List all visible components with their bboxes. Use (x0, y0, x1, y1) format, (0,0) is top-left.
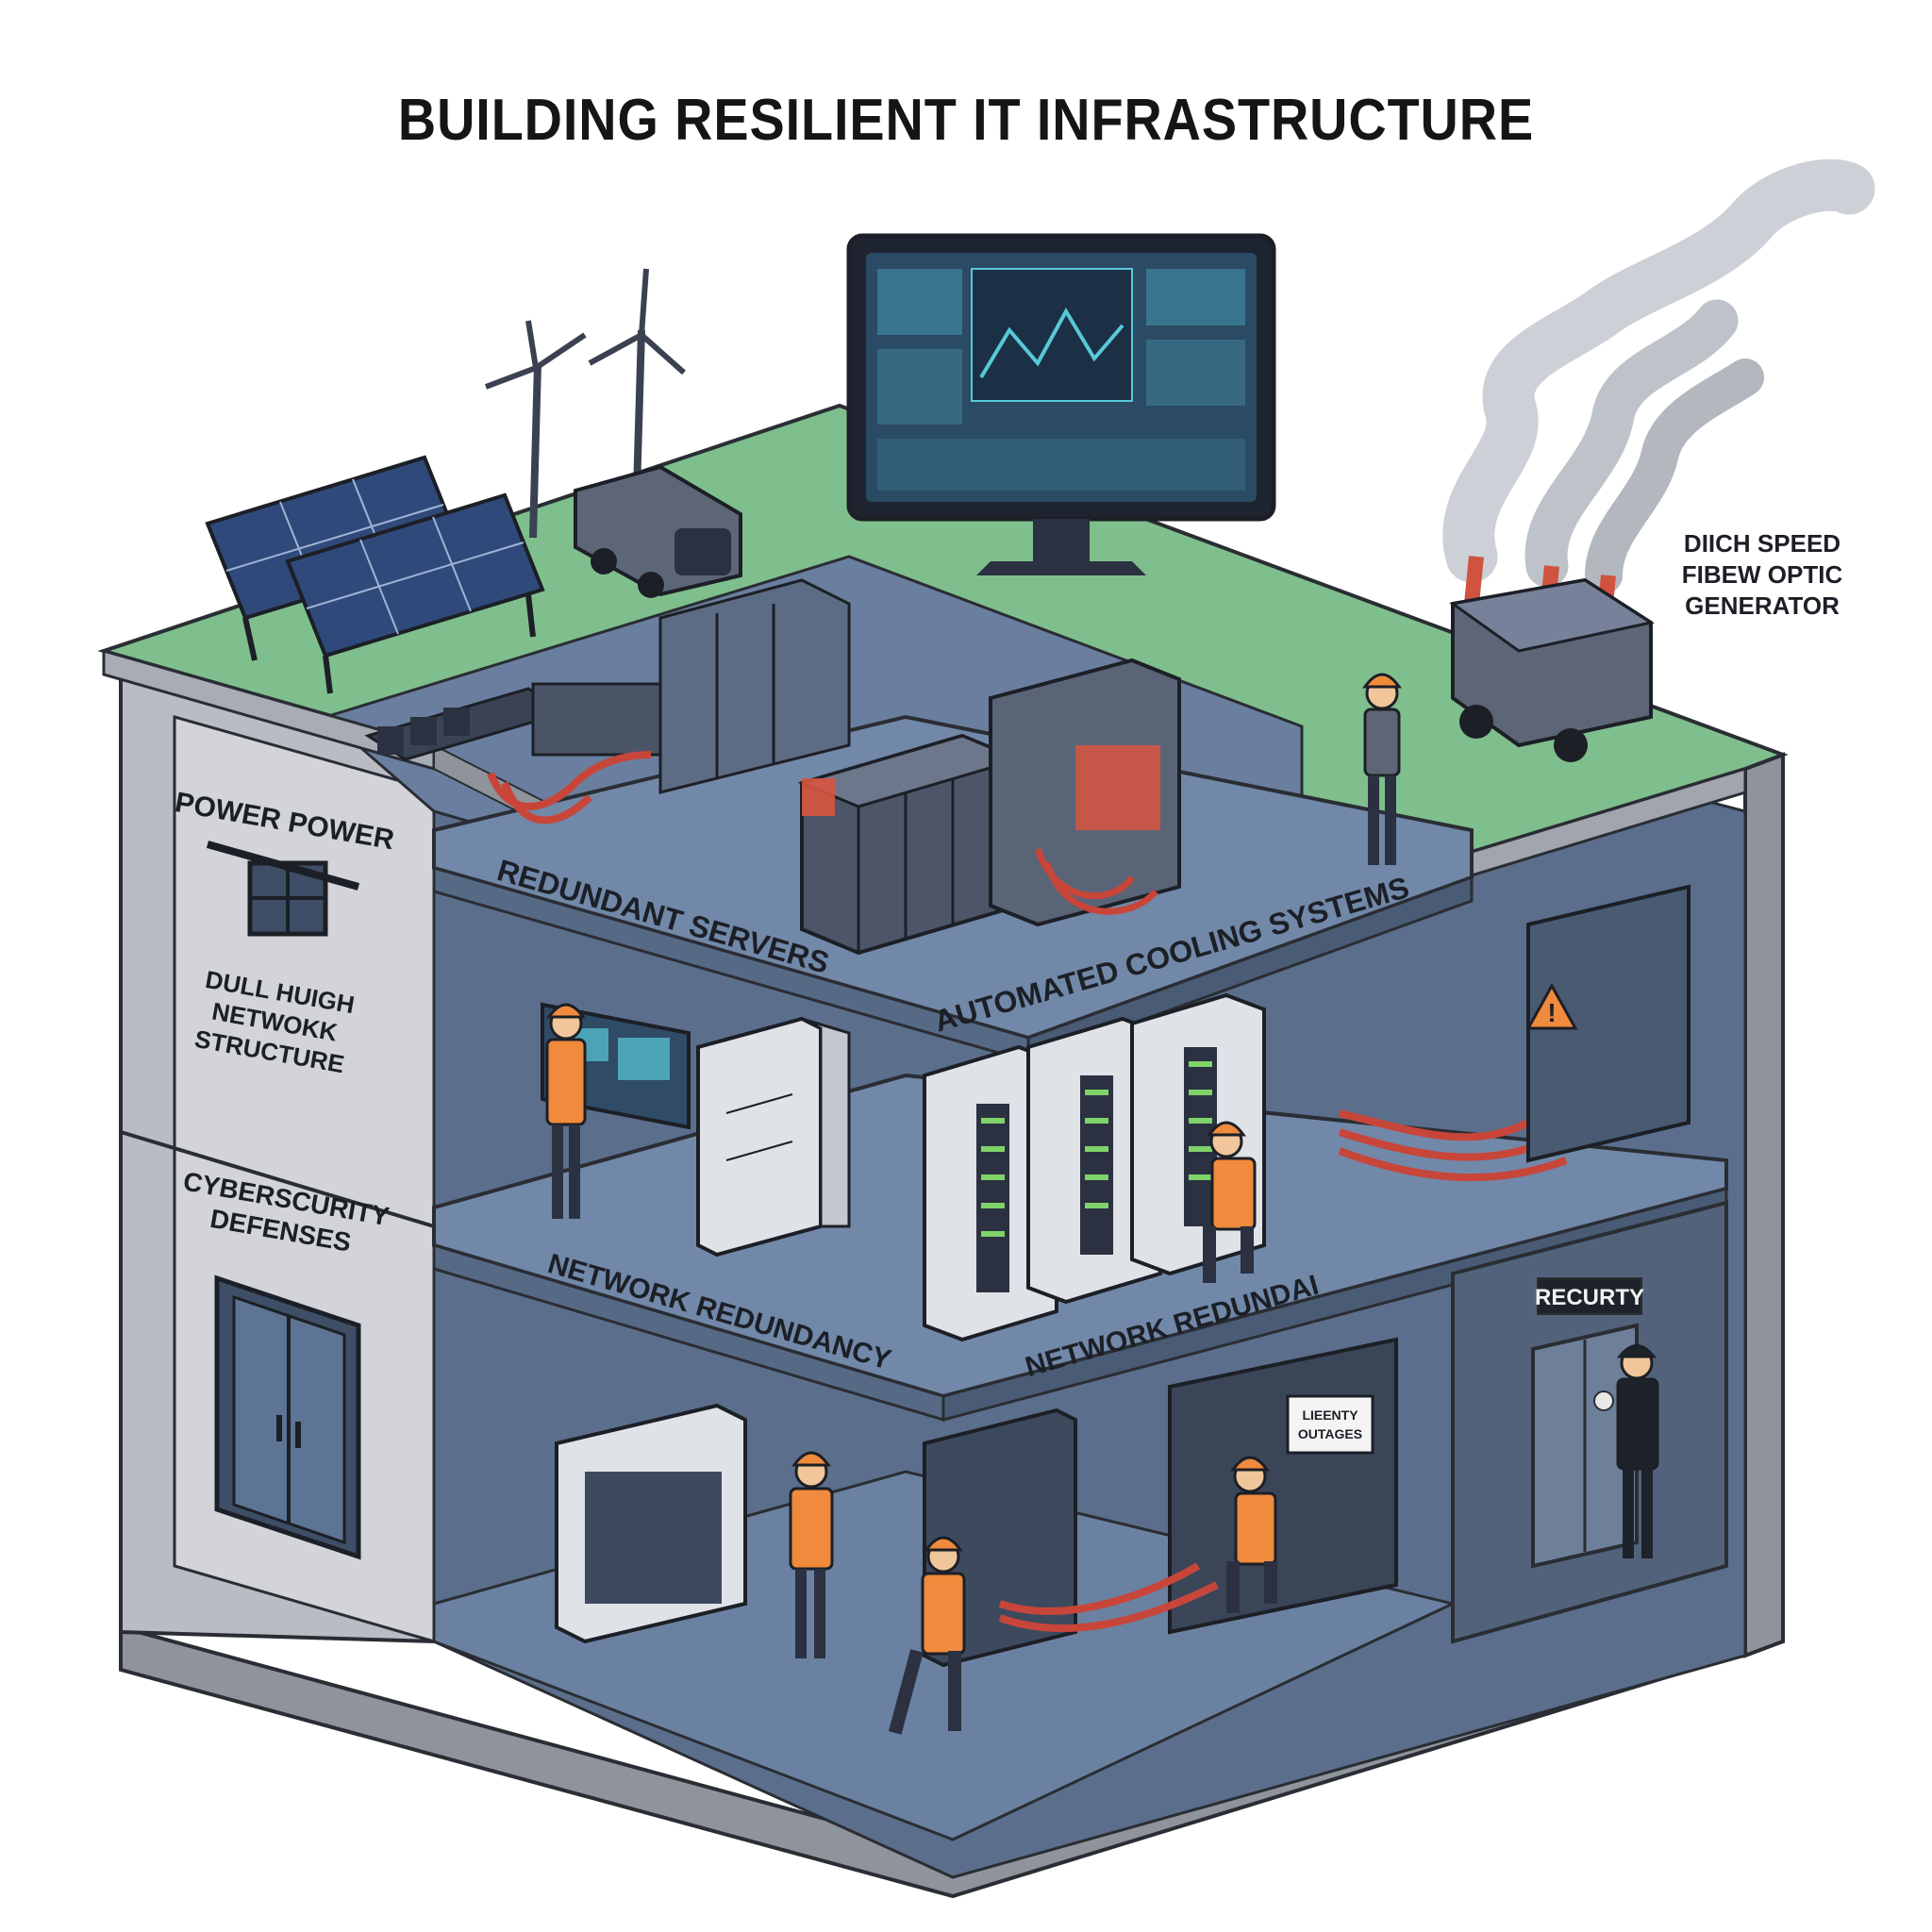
page-title: BUILDING RESILIENT IT INFRASTRUCTURE (397, 88, 1535, 153)
svg-text:LIEENTY: LIEENTY (1302, 1407, 1358, 1423)
security-sign: RECURTY (1535, 1285, 1644, 1310)
worker-figure (1362, 673, 1402, 865)
svg-text:!: ! (1547, 998, 1556, 1027)
roof-battery-unit (574, 464, 742, 598)
door-icon[interactable] (214, 1274, 361, 1560)
warning-sign-label: LIEENTY OUTAGES (1298, 1407, 1362, 1441)
svg-text:OUTAGES: OUTAGES (1298, 1426, 1362, 1441)
worker-figure (789, 1451, 834, 1658)
security-sign-bg (1537, 1277, 1642, 1315)
wind-turbine-icon (484, 268, 686, 539)
worker-figure (888, 1536, 966, 1735)
svg-text:DIICH SPEED: DIICH SPEED (1684, 529, 1840, 558)
top-floor-equipment (364, 578, 851, 824)
generator-icon (1442, 158, 1875, 762)
server-rack-icon (797, 658, 1181, 956)
solar-panel-icon (205, 455, 545, 694)
worker-figure (1226, 1456, 1277, 1613)
worker-figure (545, 1003, 587, 1219)
window-icon (206, 841, 360, 937)
svg-text:GENERATOR: GENERATOR (1685, 591, 1840, 620)
svg-text:FIBEW OPTIC: FIBEW OPTIC (1682, 560, 1843, 589)
right-outer-wall (1743, 752, 1785, 1658)
warning-icon: ! (1525, 982, 1578, 1030)
monitor-icon (846, 233, 1276, 575)
generator-label: DIICH SPEED FIBEW OPTIC GENERATOR (1682, 529, 1843, 620)
security-guard-figure (1616, 1344, 1659, 1558)
worker-figure (1203, 1121, 1257, 1283)
